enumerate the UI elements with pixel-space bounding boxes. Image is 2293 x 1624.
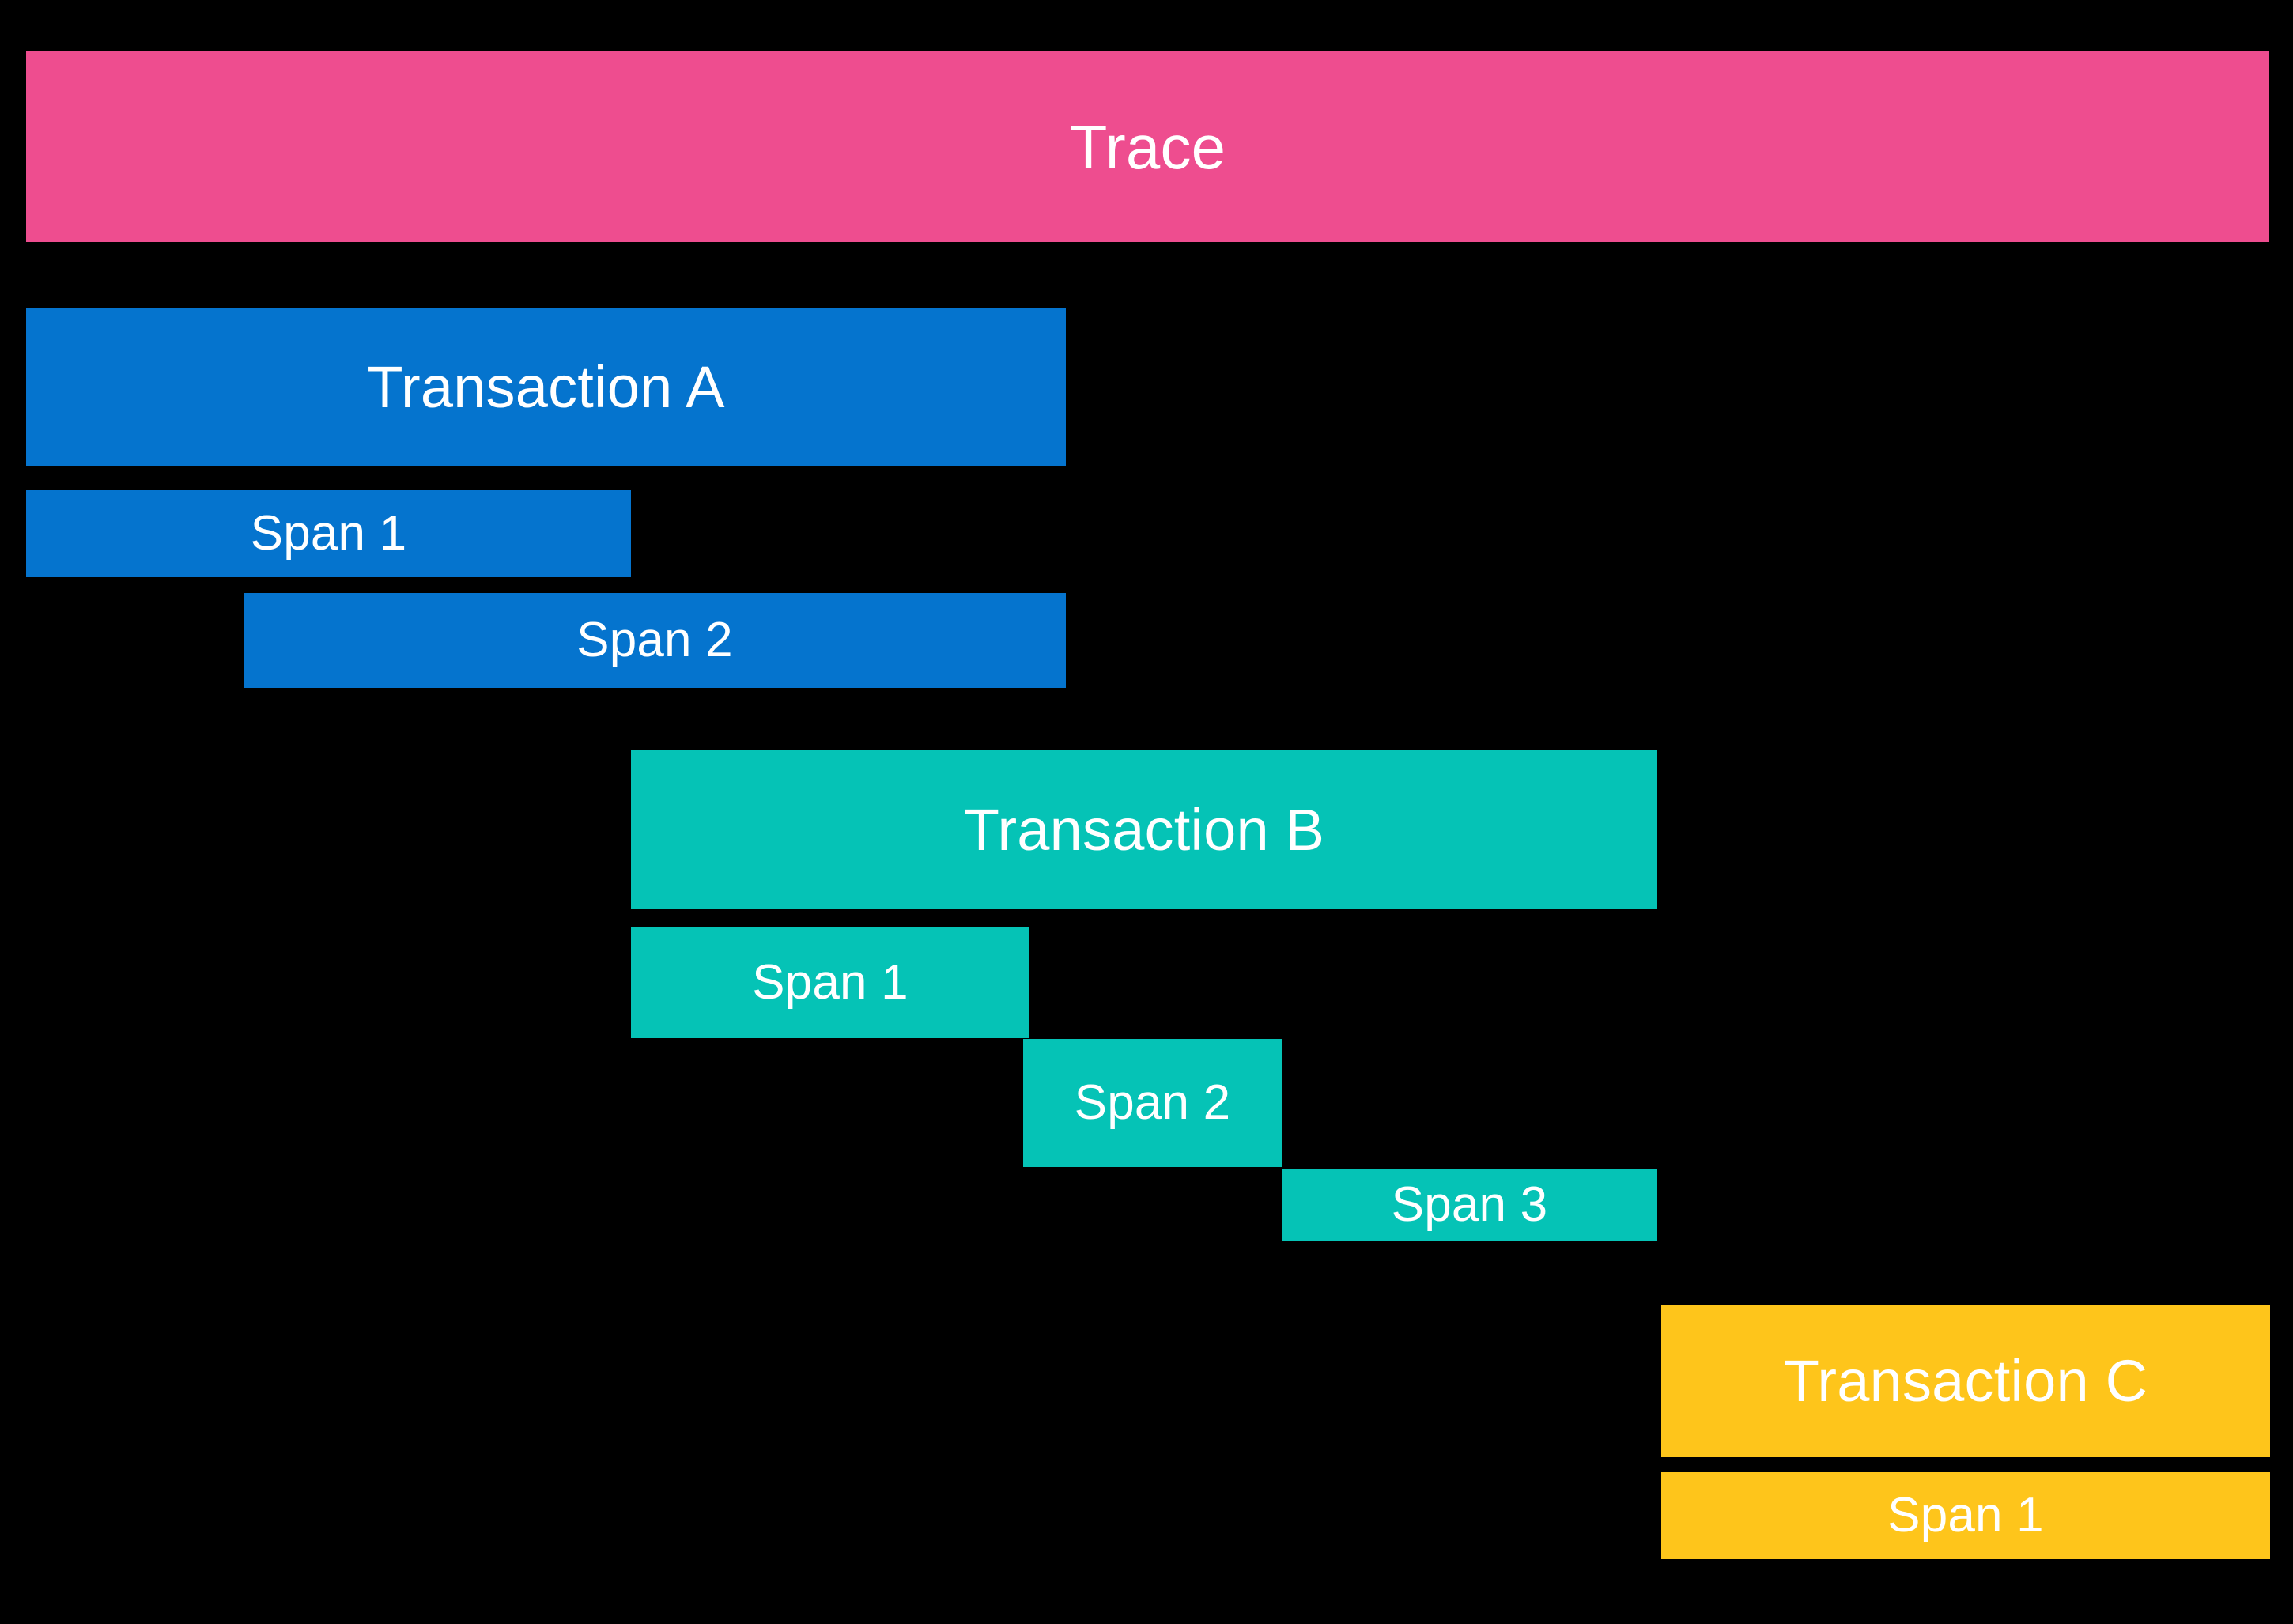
transaction-b-span-2-label: Span 2 (1074, 1075, 1231, 1130)
bar-transaction-b-span-3[interactable]: Span 3 (1282, 1169, 1657, 1241)
transaction-b-label: Transaction B (963, 796, 1325, 863)
bar-transaction-a[interactable]: Transaction A (26, 308, 1066, 466)
transaction-a-label: Transaction A (367, 353, 725, 420)
transaction-c-span-1-label: Span 1 (1887, 1488, 2044, 1543)
trace-label: Trace (1069, 111, 1226, 182)
transaction-a-span-2-label: Span 2 (576, 613, 733, 667)
transaction-a-span-1-label: Span 1 (250, 506, 407, 561)
bar-transaction-b-span-2[interactable]: Span 2 (1023, 1039, 1282, 1167)
bar-transaction-c-span-1[interactable]: Span 1 (1661, 1472, 2270, 1559)
bar-transaction-b[interactable]: Transaction B (631, 750, 1657, 909)
transaction-b-span-1-label: Span 1 (752, 954, 909, 1010)
bar-transaction-c[interactable]: Transaction C (1661, 1305, 2270, 1457)
bar-transaction-a-span-2[interactable]: Span 2 (244, 593, 1066, 688)
bar-trace[interactable]: Trace (26, 51, 2269, 242)
bar-transaction-a-span-1[interactable]: Span 1 (26, 490, 631, 577)
transaction-c-label: Transaction C (1783, 1347, 2148, 1414)
bar-transaction-b-span-1[interactable]: Span 1 (631, 927, 1029, 1038)
transaction-b-span-3-label: Span 3 (1391, 1177, 1548, 1232)
